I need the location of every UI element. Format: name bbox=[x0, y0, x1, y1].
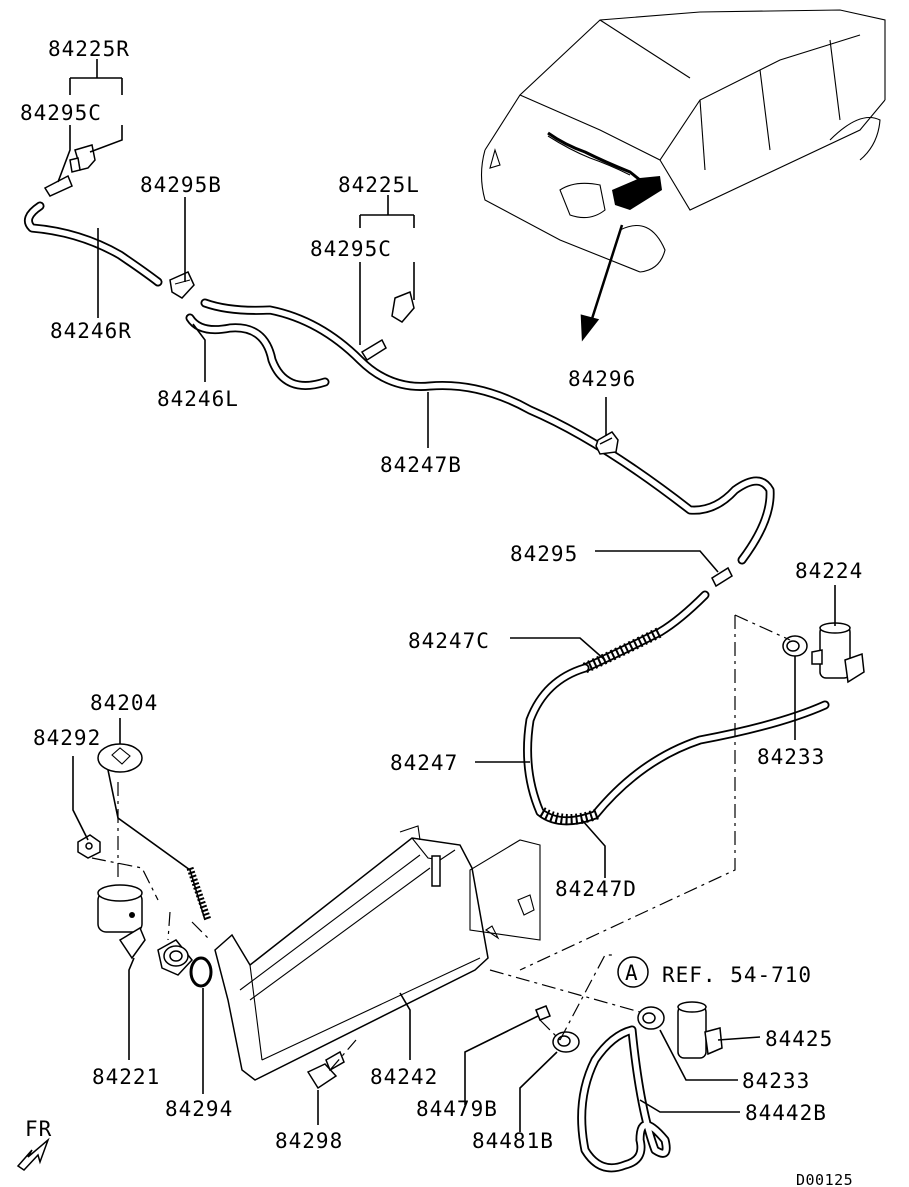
label-84295: 84295 bbox=[510, 542, 578, 566]
pump-body bbox=[157, 939, 193, 976]
tank-84242 bbox=[214, 825, 541, 1081]
hose-84247B bbox=[200, 298, 775, 565]
label-84298: 84298 bbox=[275, 1129, 343, 1153]
hose-84442B bbox=[577, 1025, 671, 1173]
label-84246L: 84246L bbox=[157, 387, 239, 411]
pointer-arrow bbox=[580, 224, 624, 342]
label-84242: 84242 bbox=[370, 1065, 438, 1089]
reference-text: REF. 54-710 bbox=[662, 963, 812, 987]
label-84295B: 84295B bbox=[140, 173, 222, 197]
label-84221: 84221 bbox=[92, 1065, 160, 1089]
nozzle-84225R bbox=[43, 144, 96, 197]
label-84247: 84247 bbox=[390, 751, 458, 775]
vehicle-outline bbox=[480, 9, 886, 273]
clip-84296 bbox=[595, 431, 619, 455]
bolt-84298 bbox=[306, 1050, 345, 1090]
grommet-84481B bbox=[552, 1031, 580, 1053]
leader-lines bbox=[57, 59, 836, 1132]
label-84225L: 84225L bbox=[338, 173, 420, 197]
grommet-84233-top bbox=[782, 635, 808, 657]
front-indicator-label: FR bbox=[25, 1117, 52, 1141]
grommet-84233-bottom bbox=[637, 1006, 665, 1030]
nut-84292 bbox=[77, 834, 101, 859]
label-84296: 84296 bbox=[568, 367, 636, 391]
motor-84221 bbox=[97, 884, 146, 960]
hose-84247C bbox=[580, 590, 710, 674]
hose-84246L bbox=[185, 313, 330, 390]
label-84479B: 84479B bbox=[416, 1097, 498, 1121]
pump-84224 bbox=[811, 622, 865, 684]
vehicle-washer-hose-highlight bbox=[547, 131, 662, 210]
label-84246R: 84246R bbox=[50, 319, 132, 343]
label-84442B: 84442B bbox=[745, 1101, 827, 1125]
label-84247B: 84247B bbox=[380, 453, 462, 477]
diagram-code: D00125 bbox=[796, 1171, 853, 1187]
front-indicator: FR bbox=[16, 1117, 52, 1171]
reference-circle-letter: A bbox=[625, 961, 639, 985]
reference-lines bbox=[91, 614, 791, 1071]
label-84247C: 84247C bbox=[408, 629, 490, 653]
nozzle-84225L bbox=[360, 290, 415, 362]
part-labels: 84225R 84295C 84295B 84225L 84295C 84246… bbox=[20, 37, 863, 1153]
label-84292: 84292 bbox=[33, 726, 101, 750]
label-84204: 84204 bbox=[90, 691, 158, 715]
clip-84479B bbox=[535, 1005, 551, 1021]
joint-84295 bbox=[711, 566, 733, 588]
label-84425: 84425 bbox=[765, 1027, 833, 1051]
pump-84425 bbox=[677, 1001, 723, 1059]
reference-callout: A REF. 54-710 bbox=[617, 956, 812, 988]
label-84295C-right: 84295C bbox=[20, 101, 102, 125]
hose-84247 bbox=[523, 663, 830, 826]
joint-84295B bbox=[169, 271, 195, 299]
cap-84204 bbox=[97, 743, 212, 922]
label-84233-bottom: 84233 bbox=[742, 1069, 810, 1093]
label-84224: 84224 bbox=[795, 559, 863, 583]
hose-84246R bbox=[23, 201, 163, 287]
label-84295C-left: 84295C bbox=[310, 237, 392, 261]
label-84233-top: 84233 bbox=[757, 745, 825, 769]
label-84481B: 84481B bbox=[472, 1129, 554, 1153]
label-84294: 84294 bbox=[165, 1097, 233, 1121]
label-84247D: 84247D bbox=[555, 877, 637, 901]
packing-84294 bbox=[189, 956, 213, 988]
label-84225R: 84225R bbox=[48, 37, 130, 61]
